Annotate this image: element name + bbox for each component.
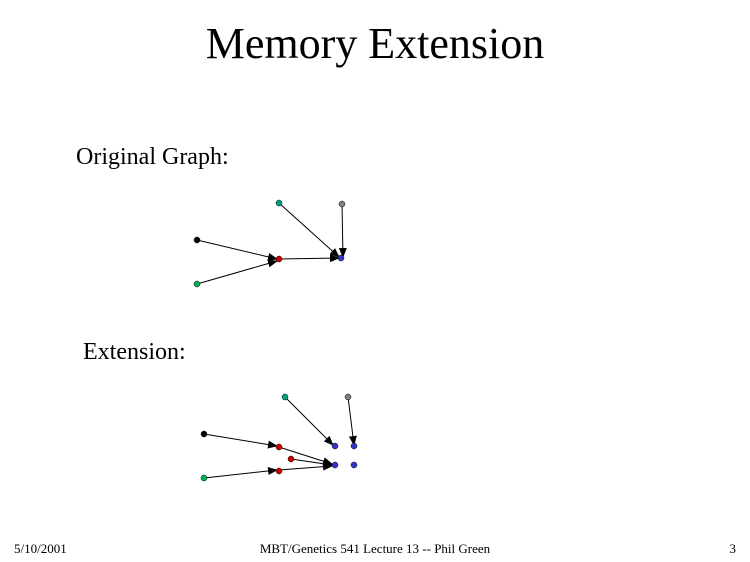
original-nodes [193,199,346,288]
ext-node-red-3 [275,467,283,475]
ext-node-teal [281,393,289,401]
extension-label: Extension: [83,339,186,365]
extension-nodes [200,393,358,482]
ext-node-blue-4 [350,461,358,469]
ext-edge-teal-to-blue1 [284,396,334,446]
extension-edges [203,396,357,479]
ext-node-red-1 [275,443,283,451]
ext-node-gray [344,393,352,401]
original-graph-label: Original Graph: [76,144,229,170]
slide-title: Memory Extension [205,19,545,68]
ext-edge-gray-to-blue2 [347,396,357,446]
original-edges [196,202,347,285]
edge-black-to-red [196,239,278,261]
node-teal [275,199,283,207]
ext-node-red-2 [287,455,295,463]
edge-green-to-red [196,259,278,285]
ext-edge-red3-to-blue3 [278,462,333,471]
footer-course: MBT/Genetics 541 Lecture 13 -- Phil Gree… [259,541,491,556]
node-blue [337,254,345,262]
ext-edge-green-to-red3 [203,467,278,479]
node-gray [338,200,346,208]
edge-red-to-blue [278,254,340,263]
ext-node-blue-3 [331,461,339,469]
node-black [193,236,201,244]
edge-teal-to-blue [278,202,340,258]
footer-date: 5/10/2001 [14,541,67,556]
edge-gray-to-blue [338,203,347,258]
node-green [193,280,201,288]
node-red [275,255,283,263]
ext-node-black [200,430,208,438]
ext-node-blue-2 [350,442,358,450]
ext-node-blue-1 [331,442,339,450]
ext-edge-black-to-red1 [203,433,278,449]
footer-page-number: 3 [729,541,737,556]
ext-node-green [200,474,208,482]
